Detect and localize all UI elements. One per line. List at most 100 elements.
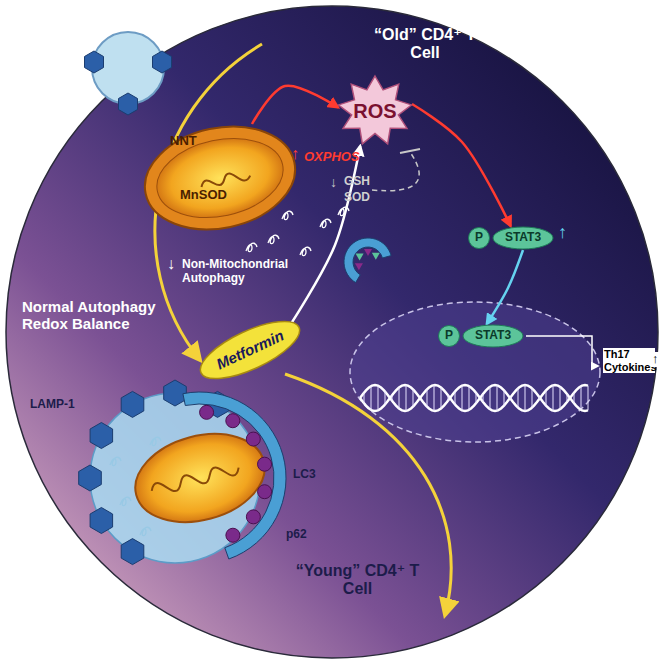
illustration-line bbox=[385, 392, 386, 405]
illustration-line bbox=[546, 390, 547, 405]
illustration-ellipse bbox=[193, 310, 307, 390]
illustration-polygon bbox=[119, 93, 138, 115]
protein-label: p62 bbox=[286, 528, 307, 542]
illustration-path bbox=[300, 247, 311, 255]
cell-title: “Old” CD4⁺ T Cell bbox=[370, 26, 480, 63]
protein-label: LC3 bbox=[293, 468, 316, 482]
illustration-path bbox=[338, 207, 349, 215]
illustration-path bbox=[372, 253, 380, 260]
illustration-ellipse bbox=[125, 420, 274, 535]
illustration-polygon bbox=[121, 539, 144, 565]
illustration-line bbox=[511, 397, 512, 400]
process-label: Non-Mitochondrial Autophagy bbox=[182, 258, 300, 286]
increase-arrow: ↑ bbox=[558, 222, 567, 243]
illustration-line bbox=[588, 386, 589, 411]
illustration-line bbox=[392, 395, 393, 400]
illustration-line bbox=[406, 385, 407, 411]
illustration-path bbox=[320, 219, 331, 227]
illustration-g bbox=[360, 385, 588, 411]
decrease-arrow: ↓ bbox=[167, 255, 175, 273]
antioxidant-label: GSH bbox=[344, 175, 370, 189]
illustration-g bbox=[183, 392, 286, 559]
illustration-line bbox=[476, 393, 477, 404]
node-text: ROS bbox=[353, 100, 396, 122]
illustration-polygon bbox=[79, 465, 102, 491]
signal-arrow bbox=[252, 86, 338, 124]
illustration-polygon bbox=[90, 423, 113, 449]
illustration-ellipse bbox=[350, 302, 600, 442]
illustration-polygon bbox=[164, 380, 187, 406]
state-label: Normal Autophagy Redox Balance bbox=[22, 298, 162, 333]
illustration-line bbox=[504, 390, 505, 405]
illustration-path bbox=[360, 385, 588, 411]
mitochondrion-outline bbox=[140, 118, 300, 238]
illustration-line bbox=[469, 386, 470, 410]
illustration-path bbox=[526, 336, 598, 366]
illustration-circle bbox=[469, 228, 490, 249]
illustration-line bbox=[441, 387, 442, 408]
illustration-g bbox=[110, 207, 349, 535]
illustration-line bbox=[553, 385, 554, 410]
output-label: Th17 Cytokines bbox=[603, 348, 655, 373]
illustration-line bbox=[448, 395, 449, 400]
illustration-ellipse bbox=[135, 113, 304, 242]
illustration-path bbox=[355, 263, 363, 270]
illustration-path bbox=[360, 385, 588, 411]
node-text: STAT3 bbox=[475, 329, 511, 342]
illustration-path bbox=[150, 462, 240, 498]
decrease-arrow: ↓ bbox=[330, 174, 337, 190]
illustration-line bbox=[532, 388, 533, 407]
ros-star: ROS bbox=[338, 76, 412, 146]
illustration-line bbox=[483, 394, 484, 402]
illustration-line bbox=[560, 387, 561, 410]
illustration-circle bbox=[226, 528, 240, 542]
node-text: P bbox=[445, 329, 453, 342]
node-text: P bbox=[475, 231, 483, 244]
illustration-path bbox=[282, 211, 293, 219]
increase-arrow: ↑ bbox=[651, 352, 660, 367]
illustration-ellipse bbox=[149, 128, 290, 229]
illustration-path bbox=[356, 254, 364, 261]
illustration-polygon bbox=[85, 51, 104, 73]
illustration-line bbox=[399, 387, 400, 408]
illustration-line bbox=[539, 397, 540, 400]
illustration-line bbox=[497, 385, 498, 410]
illustration-polygon bbox=[121, 391, 144, 417]
illustration-line bbox=[490, 387, 491, 410]
illustration-circle bbox=[258, 485, 272, 499]
signal-arrow bbox=[289, 146, 361, 328]
illustration-ellipse bbox=[493, 227, 553, 249]
illustration-line bbox=[581, 386, 582, 410]
illustration-g bbox=[344, 238, 391, 283]
illustration-circle bbox=[258, 457, 272, 471]
illustration-line bbox=[378, 386, 379, 411]
illustration-g bbox=[125, 420, 274, 535]
illustration-line bbox=[364, 393, 365, 404]
illustration-circle bbox=[6, 6, 658, 658]
illustration-line bbox=[455, 392, 456, 405]
phospho-circle: P bbox=[468, 227, 490, 249]
pathway-label: OXPHOS bbox=[304, 150, 360, 165]
signal-arrow bbox=[487, 250, 523, 324]
illustration-line bbox=[371, 386, 372, 410]
increase-arrow: ↑ bbox=[291, 145, 299, 163]
node-text: MnSOD bbox=[180, 188, 227, 202]
illustration-polygon bbox=[90, 508, 113, 534]
illustration-circle bbox=[200, 405, 214, 419]
illustration-path bbox=[339, 76, 412, 144]
illustration-circle bbox=[439, 326, 460, 347]
illustration-line bbox=[462, 386, 463, 411]
illustration-path bbox=[183, 392, 286, 559]
mitochondrion: NNTMnSOD bbox=[140, 118, 300, 238]
metformin-drug: Metformin bbox=[195, 322, 305, 378]
illustration-line bbox=[567, 394, 568, 402]
signal-arrow bbox=[412, 104, 511, 226]
illustration-path bbox=[246, 243, 257, 251]
illustration-path bbox=[268, 235, 279, 243]
stat3-protein: STAT3 bbox=[492, 226, 554, 250]
illustration-g bbox=[135, 113, 304, 242]
illustration-line bbox=[518, 388, 519, 407]
illustration-circle bbox=[226, 414, 240, 428]
